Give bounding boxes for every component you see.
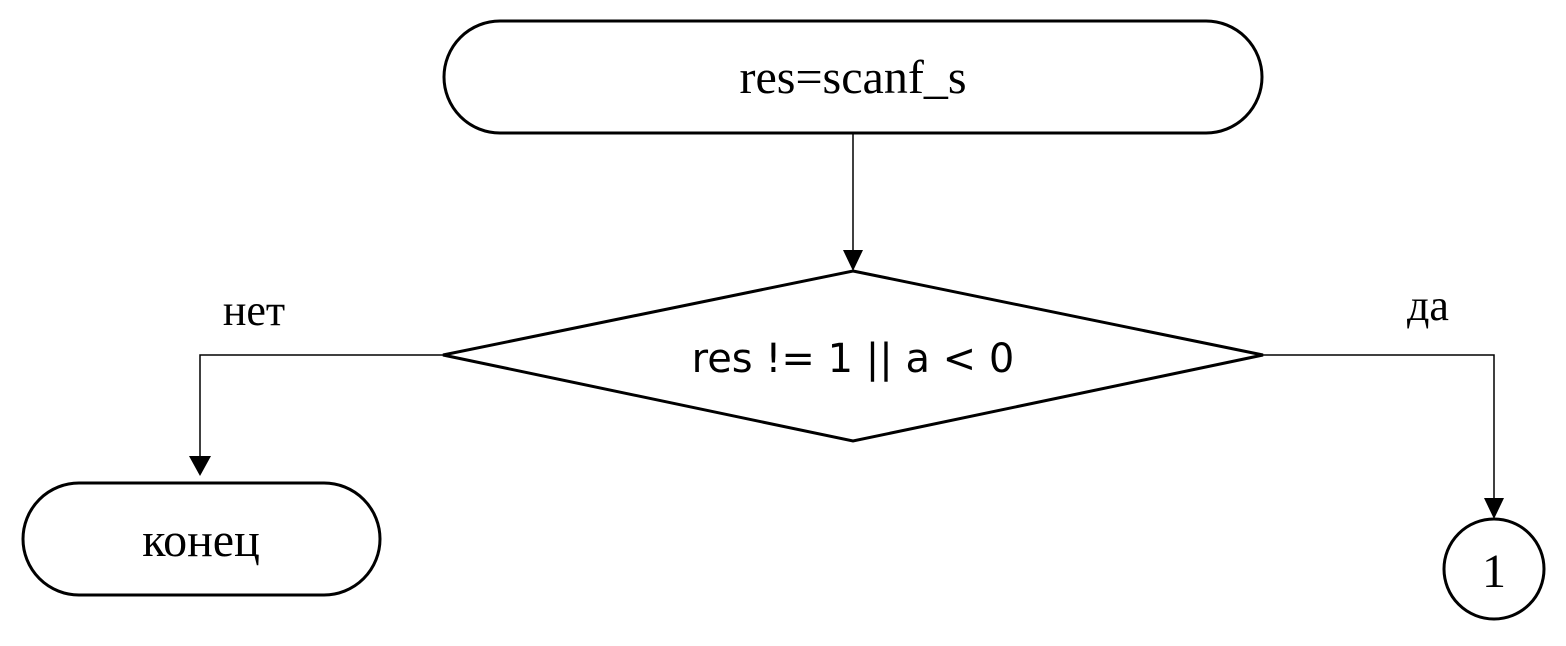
edge-start-to-condition	[843, 133, 863, 271]
edge-no-branch: нет	[189, 286, 443, 476]
start-terminator-label: res=scanf_s	[740, 51, 967, 104]
edge-yes-branch-line	[1263, 354, 1495, 498]
end-terminator-node: конец	[21, 481, 382, 597]
edge-start-to-condition-arrowhead	[843, 250, 863, 271]
edge-yes-branch-arrowhead	[1484, 498, 1504, 519]
edge-no-branch-label: нет	[223, 286, 285, 335]
connector-circle-shape	[1442, 517, 1546, 621]
edge-yes-branch-label: да	[1407, 281, 1449, 330]
edge-no-branch-arrowhead	[189, 456, 211, 476]
connector-node: 1	[1442, 517, 1546, 621]
edge-yes-branch: да	[1263, 281, 1504, 519]
condition-decision-shape	[442, 269, 1264, 443]
edge-no-branch-line	[199, 354, 443, 456]
start-terminator-node: res=scanf_s	[442, 19, 1264, 135]
connector-label: 1	[1482, 545, 1506, 598]
end-terminator-shape	[21, 481, 382, 597]
condition-decision-label: res != 1 || a < 0	[692, 336, 1015, 382]
condition-decision-node: res != 1 || a < 0	[442, 269, 1264, 443]
end-terminator-label: конец	[142, 514, 260, 567]
